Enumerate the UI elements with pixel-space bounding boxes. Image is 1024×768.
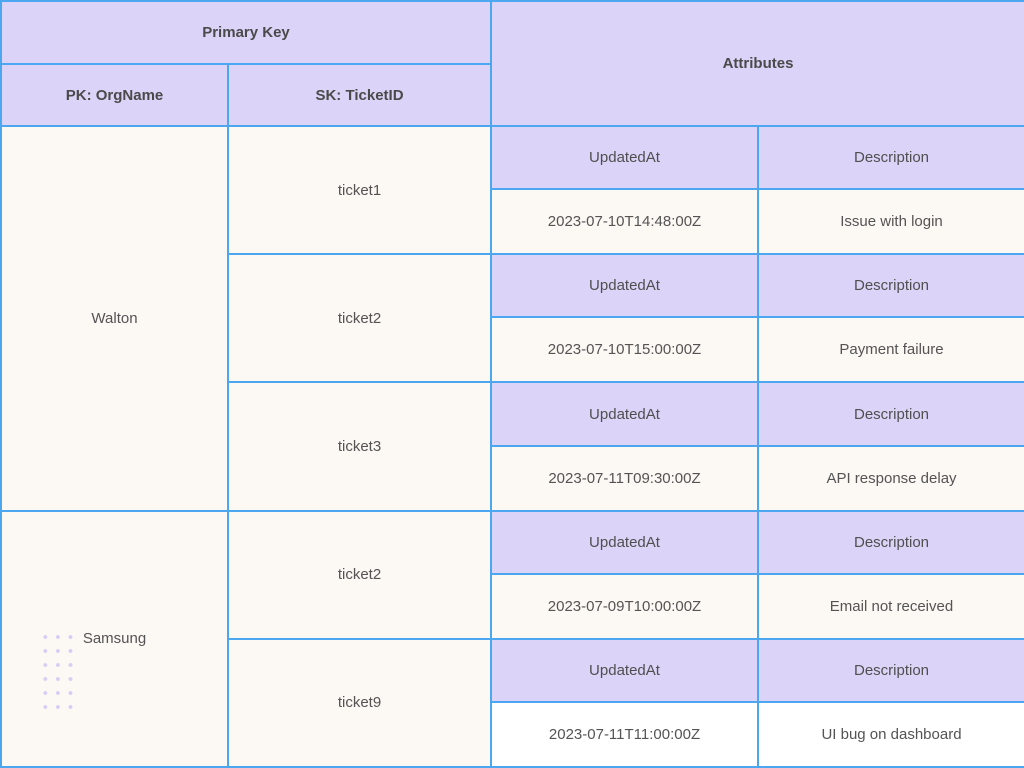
attr-header-updatedat-label: UpdatedAt [589,661,660,679]
attributes-header: Attributes [490,0,1024,128]
updatedat-value-cell: 2023-07-11T11:00:00Z [490,700,759,768]
attr-header-updatedat-label: UpdatedAt [589,533,660,551]
attr-header-description: Description [757,509,1024,575]
description-value: API response delay [826,469,957,487]
updatedat-value: 2023-07-10T15:00:00Z [547,341,702,359]
description-value-cell: Payment failure [757,316,1024,384]
attr-header-description-label: Description [853,149,930,167]
ticket-id-label: ticket3 [337,438,382,456]
ticket-id-label: ticket9 [337,694,382,712]
description-value-cell: UI bug on dashboard [757,700,1024,768]
attr-header-updatedat: UpdatedAt [490,509,759,575]
pk-column-header: PK: OrgName [0,63,229,128]
updatedat-value-cell: 2023-07-11T09:30:00Z [490,444,759,512]
attr-header-updatedat: UpdatedAt [490,125,759,191]
updatedat-value: 2023-07-10T14:48:00Z [547,213,702,231]
sk-column-header-label: SK: TicketID [315,86,404,104]
ticket-id-cell: ticket2 [227,509,492,640]
pk-column-header-label: PK: OrgName [65,86,164,104]
org-cell-walton: Walton [0,125,229,512]
attr-header-description: Description [757,253,1024,319]
description-value: Issue with login [840,213,943,231]
updatedat-value-cell: 2023-07-09T10:00:00Z [490,572,759,640]
org-cell-samsung: Samsung [0,509,229,768]
org-label: Samsung [82,630,147,648]
ticket-id-cell: ticket9 [227,637,492,768]
attributes-header-label: Attributes [722,55,794,73]
description-value-cell: Issue with login [757,188,1024,256]
ticket-id-label: ticket1 [337,181,382,199]
updatedat-value: 2023-07-09T10:00:00Z [547,597,702,615]
description-value: Email not received [829,597,954,615]
dot-grid-decoration [39,629,77,714]
attr-header-description-label: Description [853,533,930,551]
org-label: Walton [91,309,138,327]
primary-key-header: Primary Key [0,0,492,66]
updatedat-value-cell: 2023-07-10T15:00:00Z [490,316,759,384]
ticket-id-cell: ticket2 [227,253,492,384]
attr-header-updatedat-label: UpdatedAt [589,405,660,423]
sk-column-header: SK: TicketID [227,63,492,128]
updatedat-value-cell: 2023-07-10T14:48:00Z [490,188,759,256]
primary-key-header-label: Primary Key [202,24,290,42]
ticket-id-label: ticket2 [337,309,382,327]
attr-header-description: Description [757,125,1024,191]
ticket-id-cell: ticket1 [227,125,492,256]
ticket-id-label: ticket2 [337,566,382,584]
ticket-id-cell: ticket3 [227,381,492,512]
attr-header-description: Description [757,381,1024,447]
attr-header-updatedat: UpdatedAt [490,381,759,447]
attr-header-description-label: Description [853,277,930,295]
attr-header-description-label: Description [853,661,930,679]
attr-header-updatedat: UpdatedAt [490,637,759,703]
attr-header-description: Description [757,637,1024,703]
updatedat-value: 2023-07-11T11:00:00Z [548,725,701,743]
attr-header-updatedat-label: UpdatedAt [589,149,660,167]
description-value-cell: Email not received [757,572,1024,640]
attr-header-description-label: Description [853,405,930,423]
description-value: Payment failure [839,341,944,359]
description-value-cell: API response delay [757,444,1024,512]
attr-header-updatedat-label: UpdatedAt [589,277,660,295]
description-value: UI bug on dashboard [821,725,962,743]
updatedat-value: 2023-07-11T09:30:00Z [548,469,701,487]
attr-header-updatedat: UpdatedAt [490,253,759,319]
